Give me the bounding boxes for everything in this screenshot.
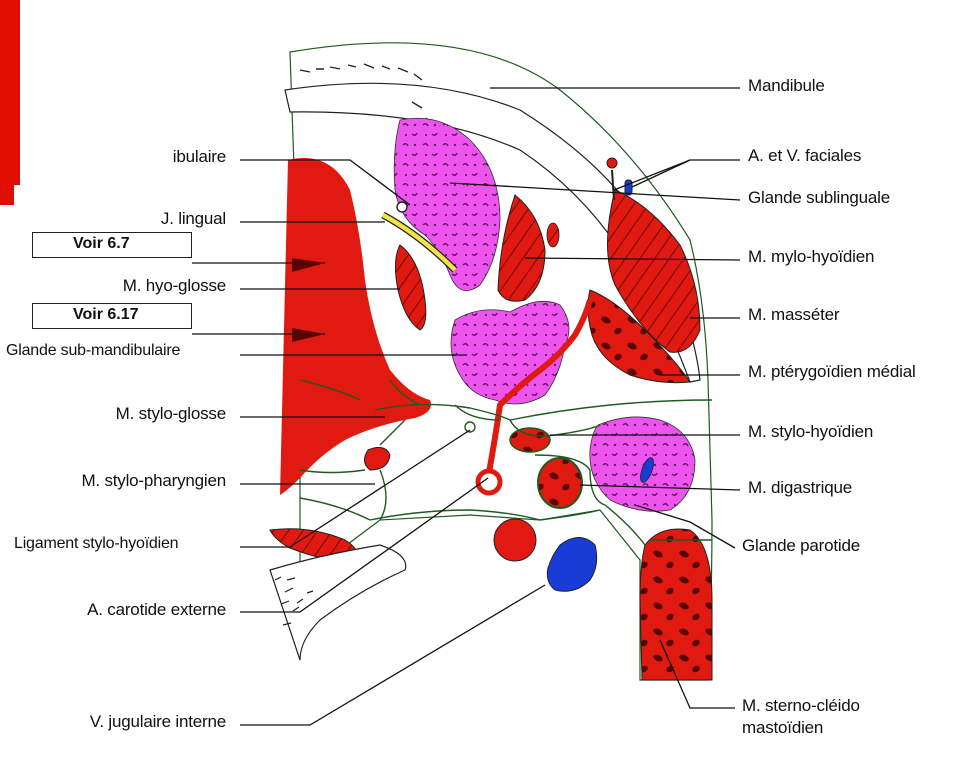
stylo-pharyngeal-muscle [364,447,390,470]
label-stylo-pharyngien: M. stylo-pharyngien [20,471,226,491]
label-hyo-glosse: M. hyo-glosse [60,276,226,296]
label-masseter: M. masséter [748,305,839,325]
label-stylo-glosse: M. stylo-glosse [40,404,226,424]
digastric-muscle [538,458,582,508]
facial-artery [607,158,617,168]
internal-carotid-artery [494,519,536,561]
lingual-nerve-ring [397,202,407,212]
label-jugulaire-interne: V. jugulaire interne [20,712,226,732]
label-sterno-1: M. sterno-cléido [742,696,860,716]
stylo-hyoid-muscle [510,428,550,452]
internal-jugular-vein [547,538,596,592]
label-mandibule: Mandibule [748,76,825,96]
label-digastrique: M. digastrique [748,478,852,498]
voir-6-17-button[interactable]: Voir 6.17 [32,303,192,329]
label-sub-mandibulaire: Glande sub-mandibulaire [6,342,180,360]
label-carotide-externe: A. carotide externe [20,600,226,620]
label-pterygoidien: M. ptérygoïdien médial [748,362,916,382]
styloid-bone [270,545,406,660]
label-mandibulaire: ibulaire [100,147,226,167]
mylo-small-duct [547,223,559,247]
label-faciales: A. et V. faciales [748,146,861,166]
sterno-cleido-mastoid-muscle [640,529,712,680]
label-ligament: Ligament stylo-hyoïdien [14,535,178,553]
label-sublinguale: Glande sublinguale [748,188,890,208]
mylo-hyoid-muscle [498,195,545,301]
label-mylo-hyoidien: M. mylo-hyoïdien [748,247,874,267]
submandibular-gland [451,301,569,404]
label-sterno-2: mastoïdien [742,718,823,738]
voir-6-7-button[interactable]: Voir 6.7 [32,232,192,258]
label-lingual-nerve: J. lingual [90,209,226,229]
label-stylo-hyoidien: M. stylo-hyoïdien [748,422,873,442]
hyo-glosse-muscle [395,245,425,330]
parotid-gland [590,417,695,511]
label-parotide: Glande parotide [742,536,860,556]
